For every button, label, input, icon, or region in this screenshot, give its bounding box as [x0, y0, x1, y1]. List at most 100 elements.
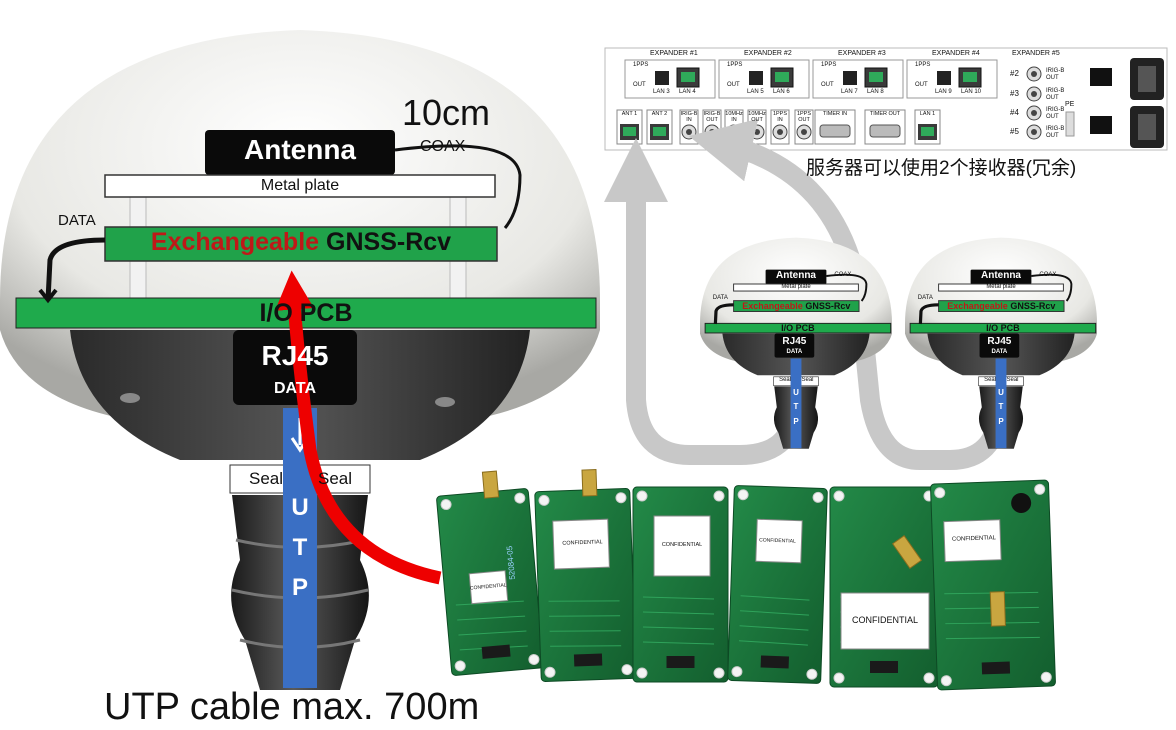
bottom-port-1-label: ANT 2	[651, 111, 668, 117]
mini-unit-1-antenna	[765, 269, 827, 284]
bottom-port-8-db9	[819, 124, 851, 138]
bottom-port-7-bnc-pin	[801, 129, 807, 135]
gnss-board-4-hole-2	[731, 666, 743, 678]
mini-unit-1-utp-letter-0: U	[793, 388, 799, 397]
irig-output-5-pin	[1031, 129, 1037, 135]
gnss-board-4-trace-2	[739, 625, 809, 631]
seal-right-label: Seal	[317, 469, 353, 488]
mini-unit-1-receiver-label: Exchangeable GNSS-Rcv	[734, 301, 859, 311]
mini-unit-2-utp	[995, 358, 1007, 449]
mini-unit-1-receiver-exchangeable: Exchangeable	[742, 300, 803, 311]
power-socket-1-inner	[1138, 66, 1156, 92]
gnss-board-1	[436, 470, 544, 676]
gnss-board-6-trace-3	[945, 636, 1040, 640]
rj45-label: RJ45	[261, 340, 329, 371]
bottom-port-6-label: 1PPS IN	[772, 111, 788, 123]
gnss-board-6-module	[943, 519, 1002, 563]
mini-unit-2-utp-letter-2: P	[998, 416, 1004, 426]
expander-2-pps: 1PPS	[727, 62, 743, 68]
bottom-port-10-led	[921, 127, 934, 136]
bottom-port-6-bnc-pin	[777, 129, 783, 135]
gnss-board-3-header	[666, 656, 695, 668]
server-rear-panel	[604, 47, 1168, 151]
bottom-port-3-label: IRIG-B OUT	[703, 111, 721, 123]
expander-bay-4	[906, 59, 998, 99]
mini-unit-2-receiver-exchangeable: Exchangeable	[947, 300, 1008, 311]
mini-unit-1-utp-letter-1: T	[793, 402, 799, 412]
expander-3-switch	[843, 71, 857, 85]
mini-unit-2-antenna	[970, 269, 1032, 284]
gnss-board-4-hole-0	[737, 489, 749, 501]
bottom-port-4-bnc-pin	[731, 129, 737, 135]
gnss-board-6-header	[981, 661, 1011, 675]
mini-unit-1-coax	[826, 273, 868, 302]
gnss-board-5-module	[840, 592, 930, 650]
expander-2-lan-led	[775, 72, 789, 82]
mini-unit-1-utp	[790, 358, 802, 449]
bottom-port-2-bnc-pin	[686, 129, 692, 135]
expander-3-out: OUT	[821, 82, 834, 88]
expander-3-pps: 1PPS	[821, 62, 837, 68]
bottom-port-8-label: TIMER IN	[822, 111, 848, 117]
bottom-port-0-label: ANT 1	[621, 111, 638, 117]
gnss-board-3-hole-2	[636, 667, 648, 679]
gnss-board-1-trace-2	[458, 630, 527, 636]
mini-unit-2-seal-right: Seal	[1006, 377, 1019, 384]
mini-unit-1-utp-letter-2: P	[793, 416, 799, 426]
mini-unit-1-data-cable	[713, 303, 734, 325]
gnss-board-3-module	[653, 515, 711, 577]
gnss-board-3-hole-1	[713, 490, 725, 502]
bottom-port-7-label: 1PPS OUT	[796, 111, 812, 123]
mini-unit-2-coax	[1031, 273, 1073, 302]
coax-label: COAX	[420, 138, 466, 155]
power-socket-2-inner	[1138, 114, 1156, 140]
gnss-board-2-header	[573, 653, 603, 667]
mini-unit-2-plate	[938, 283, 1064, 292]
distance-label: 10cm	[402, 92, 491, 133]
expander-2-out: OUT	[727, 82, 740, 88]
receiver-label-gnss: GNSS-Rcv	[326, 228, 452, 256]
utp-letter-p: P	[291, 574, 308, 601]
bottom-port-10-label: LAN 1	[919, 111, 936, 117]
mini-unit-2-coax-label: COAX	[1039, 272, 1057, 279]
expander-4-switch	[937, 71, 951, 85]
mini-unit-1-io-label: I/O PCB	[781, 323, 815, 334]
expander-4-out: OUT	[915, 82, 928, 88]
gnss-board-1-sma	[481, 470, 500, 499]
gnss-board-4-hole-1	[812, 491, 824, 503]
mini-unit-2-rj45-label: RJ45	[987, 335, 1012, 347]
bottom-port-4-label: 10MHz IN	[725, 111, 743, 123]
gnss-board-5-header	[870, 661, 898, 673]
base-screw-left	[120, 393, 140, 403]
bottom-port-1-led	[653, 127, 666, 136]
gnss-board-1-hole-0	[440, 499, 452, 511]
gnss-board-4-trace-1	[740, 610, 809, 616]
gnss-board-6-sma	[989, 591, 1006, 627]
mini-unit-2-receiver-gnss: GNSS-Rcv	[1007, 300, 1056, 311]
data-cable-arrow	[38, 288, 58, 304]
irig-output-2-label: #2	[1010, 69, 1019, 78]
gnss-board-3-trace-0	[642, 596, 715, 600]
expander-2-lan-b: LAN 6	[773, 89, 790, 95]
rj45-data-label: DATA	[273, 380, 317, 397]
expander-2-switch	[749, 71, 763, 85]
expander-4-lan-led	[963, 72, 977, 82]
gnss-board-5-pcb	[829, 486, 939, 688]
gnss-board-2-hole-0	[538, 494, 550, 506]
gnss-board-2-module	[552, 518, 610, 570]
gnss-receiver-board	[104, 226, 498, 262]
expander-2-title: EXPANDER #2	[744, 50, 792, 57]
gnss-board-5-hole-3	[923, 672, 935, 684]
expander-4-pps: 1PPS	[915, 62, 931, 68]
irig-output-group	[1026, 66, 1042, 140]
gnss-board-6	[930, 479, 1056, 691]
gnss-board-1-hole-1	[514, 492, 526, 504]
gnss-board-1-header	[481, 644, 511, 659]
server-caption: 服务器可以使用2个接收器(冗余)	[806, 158, 1077, 179]
expander-bay-2	[718, 59, 810, 99]
gnss-board-5-hole-0	[833, 490, 845, 502]
gnss-board-5-confidential: CONFIDENTIAL	[851, 615, 918, 626]
utp-letter-u: U	[291, 494, 309, 521]
